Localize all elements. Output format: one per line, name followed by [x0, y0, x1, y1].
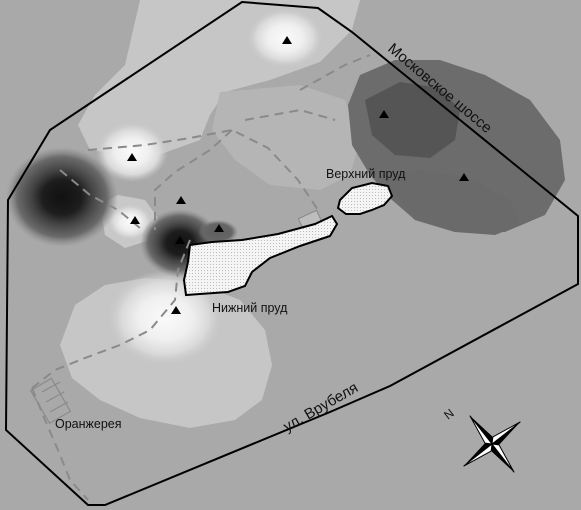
zone-white-north [247, 8, 323, 68]
sampling-point-8 [175, 236, 185, 244]
zone-white-upper-left [96, 122, 168, 182]
lower-pond [182, 214, 339, 297]
sampling-point-6 [130, 216, 140, 224]
zone-mid-center [212, 85, 360, 190]
zone-mid-east-lower [380, 170, 520, 235]
sampling-point-1 [282, 36, 292, 44]
sampling-point-4 [127, 153, 137, 161]
compass-rose [463, 415, 521, 473]
upper-pond-label: Верхний пруд [326, 167, 406, 181]
sampling-point-3 [459, 173, 469, 181]
greenhouse-outline [29, 377, 72, 425]
zone-white-left-mid [108, 204, 152, 240]
park-boundary [4, 0, 579, 506]
sampling-point-7 [214, 224, 224, 232]
zone-dark-west [6, 147, 118, 247]
sampling-point-2 [379, 110, 389, 118]
sampling-point-9 [171, 306, 181, 314]
lower-pond-label: Нижний пруд [212, 301, 288, 315]
sampling-points [127, 36, 469, 314]
upper-pond [336, 181, 394, 215]
sampling-point-5 [176, 196, 186, 204]
greenhouse-label: Оранжерея [55, 417, 122, 431]
footpaths [31, 54, 371, 501]
